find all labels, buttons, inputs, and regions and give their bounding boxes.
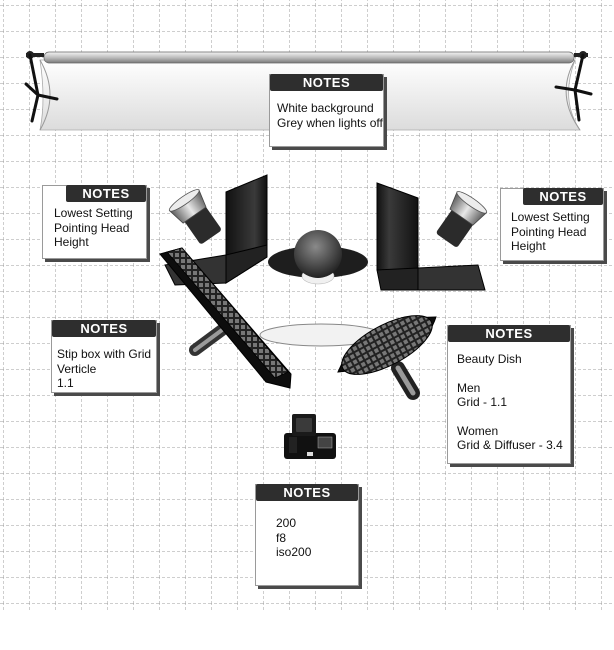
notes-background: NOTES White background Grey when lights … [269, 74, 384, 147]
note-line: f8 [276, 530, 287, 545]
strip-box [159, 247, 292, 389]
notes-body: 200 f8 iso200 [276, 516, 311, 560]
right-background-stand [554, 51, 593, 122]
notes-beauty-dish: NOTES Beauty Dish Men Grid - 1.1 Women G… [447, 325, 571, 464]
notes-header: NOTES [270, 74, 383, 91]
notes-header: NOTES [52, 320, 156, 337]
note-line: Lowest Setting [511, 210, 590, 224]
notes-body: Beauty Dish Men Grid - 1.1 Women Grid & … [457, 352, 563, 453]
note-line: Height [54, 235, 89, 249]
notes-strip-box: NOTES Stip box with Grid Verticle 1.1 [51, 320, 157, 393]
notes-right-light: NOTES Lowest Setting Pointing Head Heigh… [500, 188, 604, 261]
note-line: Women [457, 423, 499, 438]
note-line: 1.1 [57, 376, 74, 390]
notes-body: Lowest Setting Pointing Head Height [54, 206, 133, 250]
note-line: 200 [276, 516, 297, 530]
note-line: Beauty Dish [457, 352, 522, 366]
background-roll [26, 51, 588, 64]
beauty-dish [337, 315, 437, 400]
left-hair-light [168, 189, 221, 244]
notes-header: NOTES [448, 325, 570, 342]
note-line: White background [277, 101, 374, 115]
note-line: Pointing Head [511, 224, 587, 239]
notes-left-light: NOTES Lowest Setting Pointing Head Heigh… [42, 185, 147, 259]
notes-body: Stip box with Grid Verticle 1.1 [57, 347, 151, 391]
left-background-stand [24, 51, 59, 123]
note-line: Grid & Diffuser - 3.4 [457, 438, 563, 452]
note-line: Men [457, 380, 481, 395]
note-line: Pointing Head [54, 220, 130, 235]
note-line: Grid - 1.1 [457, 395, 508, 409]
right-hair-light [436, 191, 488, 247]
note-line: Stip box with Grid [57, 347, 152, 361]
notes-header: NOTES [256, 484, 358, 501]
note-line: Lowest Setting [54, 206, 133, 220]
note-spacer [457, 410, 563, 424]
notes-body: White background Grey when lights off [277, 101, 383, 130]
note-line: iso200 [276, 545, 312, 559]
notes-header: NOTES [523, 188, 603, 205]
camera [284, 414, 336, 459]
note-line: Grey when lights off [277, 115, 383, 130]
note-spacer [457, 367, 563, 381]
right-flag [376, 182, 486, 291]
notes-header: NOTES [66, 185, 146, 202]
notes-body: Lowest Setting Pointing Head Height [511, 210, 590, 254]
note-line: Verticle [57, 361, 97, 376]
subject-model [268, 230, 368, 285]
note-line: Height [511, 239, 546, 253]
bottom-margin [0, 612, 614, 650]
notes-camera: NOTES 200 f8 iso200 [255, 484, 359, 586]
